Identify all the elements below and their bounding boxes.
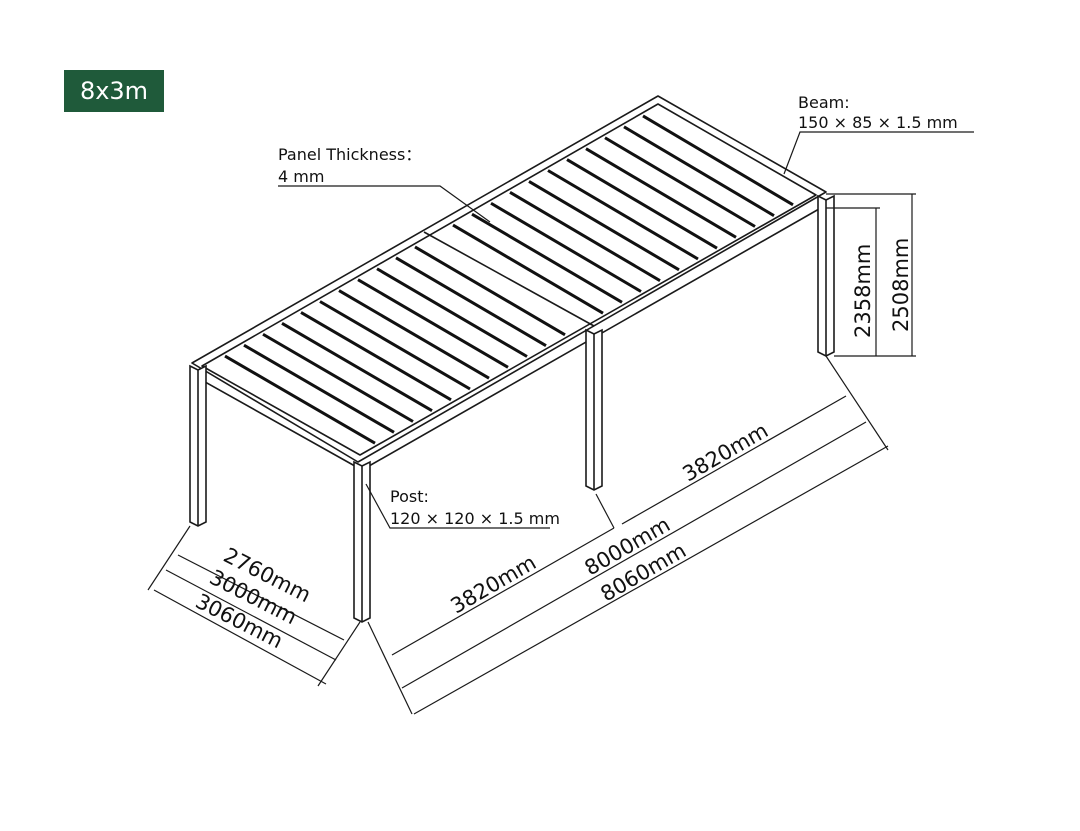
roof-slat bbox=[357, 278, 509, 369]
beam-spec: 150 × 85 × 1.5 mm bbox=[798, 113, 958, 132]
post-spec: 120 × 120 × 1.5 mm bbox=[390, 509, 560, 528]
roof-slat bbox=[414, 245, 566, 337]
post-title: Post: bbox=[390, 487, 429, 506]
roof-slat bbox=[338, 289, 490, 380]
roof-slat bbox=[262, 332, 414, 423]
roof-slat bbox=[642, 114, 794, 207]
roof-slat bbox=[585, 147, 737, 239]
dim-line-3820-front bbox=[391, 527, 615, 656]
dim-line-8000 bbox=[401, 421, 867, 689]
roof bbox=[191, 95, 827, 471]
dim-line-2760 bbox=[177, 554, 345, 641]
roof-slat bbox=[452, 223, 604, 315]
roof-mid-beam bbox=[423, 231, 595, 327]
dimension-lines bbox=[147, 131, 974, 715]
size-badge: 8x3m bbox=[64, 70, 164, 112]
dim-3820-front: 3820mm bbox=[447, 550, 541, 618]
roof-slat bbox=[547, 169, 699, 261]
panel-spec: 4 mm bbox=[278, 167, 324, 186]
dim-3820-back: 3820mm bbox=[679, 418, 773, 486]
dim-line-8060 bbox=[413, 445, 889, 715]
dim-2358: 2358mm bbox=[851, 244, 875, 338]
roof-slat bbox=[566, 158, 718, 250]
post-front-left bbox=[189, 364, 207, 527]
dim-line-3820-back bbox=[621, 395, 847, 525]
post-front-right bbox=[353, 460, 371, 623]
roof-slat bbox=[243, 343, 395, 434]
dim-line-3000 bbox=[165, 569, 337, 661]
dim-2508: 2508mm bbox=[889, 238, 913, 332]
roof-slat bbox=[395, 256, 547, 347]
panel-title: Panel Thickness： bbox=[278, 145, 421, 164]
roof-slat bbox=[471, 212, 623, 304]
post-back-right bbox=[817, 194, 835, 357]
roof-slat bbox=[509, 191, 661, 282]
panel-leader bbox=[278, 185, 491, 223]
post-middle bbox=[585, 328, 603, 491]
roof-slats bbox=[224, 114, 794, 445]
beam-leader bbox=[783, 131, 974, 175]
post-leader bbox=[365, 483, 550, 529]
roof-slat bbox=[300, 311, 452, 402]
roof-slat bbox=[604, 136, 756, 228]
roof-slat bbox=[281, 322, 433, 412]
roof-slat bbox=[319, 300, 471, 391]
roof-inner-frame bbox=[201, 103, 817, 456]
roof-slat bbox=[376, 267, 528, 358]
roof-slat bbox=[490, 201, 642, 293]
beam-title: Beam: bbox=[798, 93, 850, 112]
posts bbox=[189, 194, 835, 623]
roof-slat bbox=[224, 354, 376, 445]
roof-front-beam-lower bbox=[197, 377, 363, 471]
dim-line-3060 bbox=[153, 589, 327, 685]
roof-slat bbox=[623, 125, 775, 217]
roof-slat bbox=[528, 180, 680, 272]
